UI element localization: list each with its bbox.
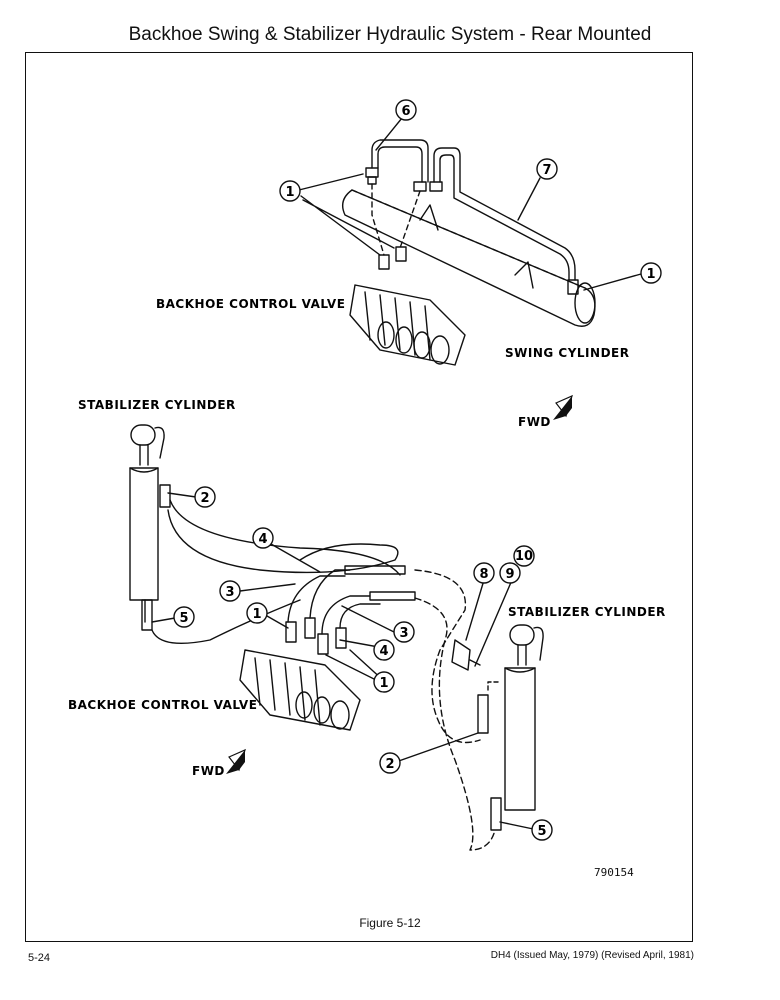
callout-2: 2 — [200, 491, 209, 506]
callout-4: 4 — [379, 644, 388, 659]
callout-4: 4 — [258, 532, 267, 547]
callout-8-circle — [473, 562, 495, 584]
hose-right-stabilizer — [414, 569, 496, 851]
callout-4-circle-a — [252, 527, 274, 549]
callout-1-circle-b — [640, 262, 662, 284]
part-number: 790154 — [594, 866, 634, 879]
stabilizer-cylinder-right — [504, 624, 544, 811]
callout-3-circle-b — [393, 621, 415, 643]
callout-1-circle-d — [373, 671, 395, 693]
callout-7: 7 — [542, 163, 551, 178]
callout-6: 6 — [401, 104, 410, 119]
callout-10-circle — [513, 545, 535, 567]
callout-9: 9 — [505, 567, 514, 582]
callout-10: 10 — [515, 549, 533, 564]
callout-1-circle-a — [279, 180, 301, 202]
callout-8: 8 — [479, 567, 488, 582]
callout-1-circle-c — [246, 602, 268, 624]
callout-9-circle — [499, 562, 521, 584]
fitting-upper-4 — [567, 279, 579, 295]
callout-5-circle-b — [531, 819, 553, 841]
valve-fittings-lower — [285, 617, 347, 655]
stabilizer-cylinder-left — [129, 424, 165, 623]
swing-tube-7 — [433, 147, 576, 281]
backhoe-control-valve-lower — [239, 649, 361, 731]
swing-cylinder — [342, 189, 596, 327]
figure-caption: Figure 5-12 — [359, 916, 421, 930]
callout-3: 3 — [225, 585, 234, 600]
callout-1: 1 — [379, 676, 388, 691]
callout-3: 3 — [399, 626, 408, 641]
label-backhoe-control-valve-upper: BACKHOE CONTROL VALVE — [156, 297, 345, 311]
label-swing-cylinder: SWING CYLINDER — [505, 346, 629, 360]
callout-5: 5 — [179, 611, 188, 626]
callout-5-circle-a — [173, 606, 195, 628]
label-fwd-lower: FWD — [192, 764, 225, 778]
label-stabilizer-cylinder-right: STABILIZER CYLINDER — [508, 605, 666, 619]
callout-3-circle-a — [219, 580, 241, 602]
callout-1: 1 — [646, 267, 655, 282]
callout-2: 2 — [385, 757, 394, 772]
callout-6-circle — [395, 99, 417, 121]
callout-5: 5 — [537, 824, 546, 839]
bracket-8 — [451, 639, 481, 671]
callout-2-circle-b — [379, 752, 401, 774]
fwd-arrow-lower-icon — [226, 748, 246, 774]
document-info: DH4 (Issued May, 1979) (Revised April, 1… — [490, 950, 694, 961]
callout-4-circle-b — [373, 639, 395, 661]
label-backhoe-control-valve-lower: BACKHOE CONTROL VALVE — [68, 698, 257, 712]
callout-2-circle-a — [194, 486, 216, 508]
swing-tube-6 — [371, 139, 429, 183]
label-stabilizer-cylinder-left: STABILIZER CYLINDER — [78, 398, 236, 412]
fitting-upper-1 — [365, 167, 379, 185]
hose-ends-lower — [287, 565, 416, 635]
fitting-upper-2 — [413, 181, 443, 192]
callout-1: 1 — [285, 185, 294, 200]
callout-7-circle — [536, 158, 558, 180]
page-title: Backhoe Swing & Stabilizer Hydraulic Sys… — [128, 24, 652, 45]
callout-1: 1 — [252, 607, 261, 622]
page-number: 5-24 — [28, 952, 51, 964]
stabilizer-fittings-left — [141, 484, 171, 631]
figure-frame — [25, 52, 693, 942]
hose-left-stabilizer-to-valve — [151, 499, 401, 645]
fwd-arrow-upper-icon — [553, 394, 573, 420]
label-fwd-upper: FWD — [518, 415, 551, 429]
stabilizer-fittings-right — [477, 694, 502, 831]
backhoe-control-valve-upper — [349, 284, 466, 366]
